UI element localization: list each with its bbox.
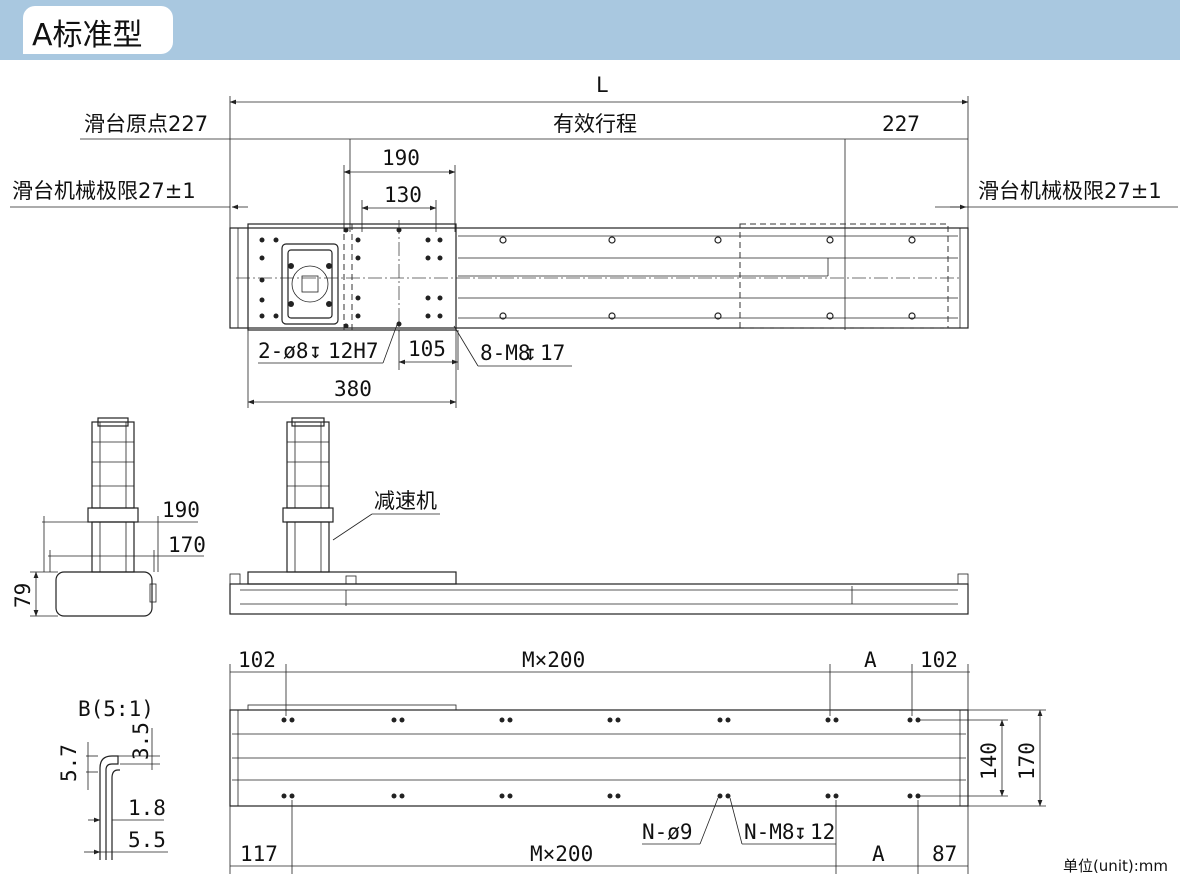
origin-label: 滑台原点227 (84, 112, 208, 136)
screw-depth-symbol: ↧ (524, 341, 537, 365)
detail-dim-3-5: 3.5 (129, 722, 153, 760)
dim-130: 130 (384, 183, 422, 207)
page-title: A标准型 (32, 18, 143, 53)
dim-140: 140 (977, 742, 1001, 780)
side-view: 减速机 (229, 417, 969, 615)
dim-102-left: 102 (238, 648, 276, 672)
detail-label: B(5:1) (78, 697, 154, 721)
dim-380: 380 (334, 377, 372, 401)
detail-dim-5-5: 5.5 (128, 828, 166, 852)
detail-view-b: B(5:1) 5.7 3.5 1.8 5.5 (57, 697, 168, 860)
dim-170: 170 (1015, 742, 1039, 780)
dim-87: 87 (932, 842, 957, 866)
dim-102-right: 102 (920, 648, 958, 672)
stroke-label: 有效行程 (553, 112, 637, 136)
thread-depth-label: 12 (810, 820, 835, 844)
end-dim-190: 190 (162, 498, 200, 522)
thread-depth-symbol: ↧ (794, 820, 807, 844)
end-dim-170: 170 (168, 533, 206, 557)
dim-190: 190 (382, 146, 420, 170)
header-bar (0, 0, 1180, 60)
pitch-bottom-label: M×200 (530, 842, 593, 866)
end-view: 79 190 170 (11, 417, 206, 617)
dim-79: 79 (11, 583, 35, 608)
dim-A-bottom: A (872, 842, 885, 866)
top-view: L 滑台原点227 有效行程 227 滑台机械极限27±1 滑台机械极限27±1… (10, 73, 1178, 408)
pin-depth-label: 12H7 (328, 339, 379, 363)
thread-spec-label: N-M8 (744, 820, 795, 844)
reducer-label: 减速机 (374, 489, 437, 513)
screw-depth-label: 17 (540, 341, 565, 365)
pin-hole-label: 2-ø8 (258, 339, 309, 363)
screw-spec-label: 8-M8 (480, 341, 531, 365)
dim-105: 105 (408, 337, 446, 361)
dim-227-right: 227 (882, 112, 920, 136)
pitch-top-label: M×200 (522, 648, 585, 672)
unit-note: 单位(unit):mm (1062, 857, 1168, 875)
dim-L: L (596, 73, 609, 97)
dim-A-top: A (864, 648, 877, 672)
detail-dim-1-8: 1.8 (128, 796, 166, 820)
bottom-view: 102 M×200 A 102 (229, 648, 1046, 874)
limit-left-label: 滑台机械极限27±1 (12, 179, 196, 203)
detail-dim-5-7: 5.7 (57, 744, 81, 782)
dim-117: 117 (240, 842, 278, 866)
title-tab (23, 6, 173, 54)
pin-depth-symbol: ↧ (309, 339, 322, 363)
hole-label: N-ø9 (642, 820, 693, 844)
limit-right-label: 滑台机械极限27±1 (978, 179, 1162, 203)
